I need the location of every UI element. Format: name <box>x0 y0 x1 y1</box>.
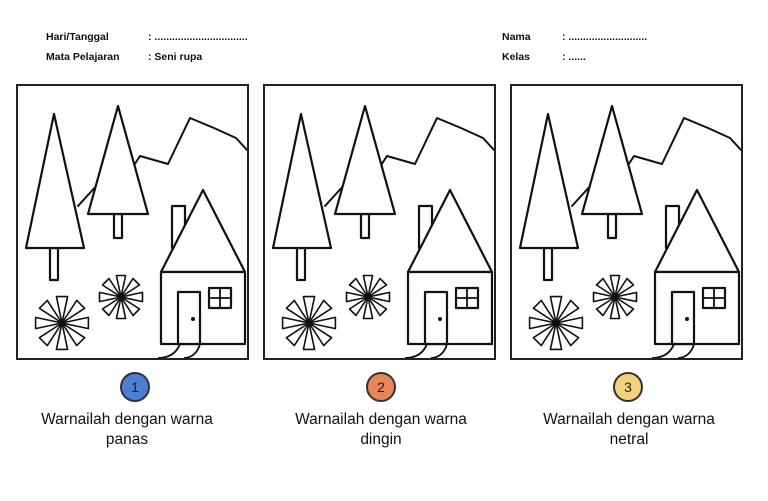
name-field: : ........................... <box>562 31 648 43</box>
instruction-line: Warnailah dengan warna <box>295 411 467 428</box>
task-number-badge-3: 3 <box>613 372 643 402</box>
coloring-picture-2 <box>263 84 496 360</box>
task-number-badge-1: 1 <box>120 372 150 402</box>
date-field: : ................................ <box>148 31 248 43</box>
class-field: : ...... <box>562 51 586 63</box>
subject-label: Mata Pelajaran <box>46 51 120 63</box>
instruction-color: dingin <box>360 431 402 448</box>
instruction-line: Warnailah dengan warna <box>543 411 715 428</box>
task-instruction-3: Warnailah dengan warna netral <box>514 410 744 450</box>
coloring-picture-3 <box>510 84 743 360</box>
subject-value: : Seni rupa <box>148 51 203 63</box>
task-instruction-1: Warnailah dengan warna panas <box>12 410 242 450</box>
coloring-picture-1 <box>16 84 249 360</box>
task-number-badge-2: 2 <box>366 372 396 402</box>
class-label: Kelas <box>502 51 531 63</box>
instruction-line: Warnailah dengan warna <box>41 411 213 428</box>
name-label: Nama <box>502 31 531 43</box>
task-instruction-2: Warnailah dengan warna dingin <box>266 410 496 450</box>
instruction-color: netral <box>609 431 649 448</box>
instruction-color: panas <box>105 431 149 448</box>
date-label: Hari/Tanggal <box>46 31 109 43</box>
